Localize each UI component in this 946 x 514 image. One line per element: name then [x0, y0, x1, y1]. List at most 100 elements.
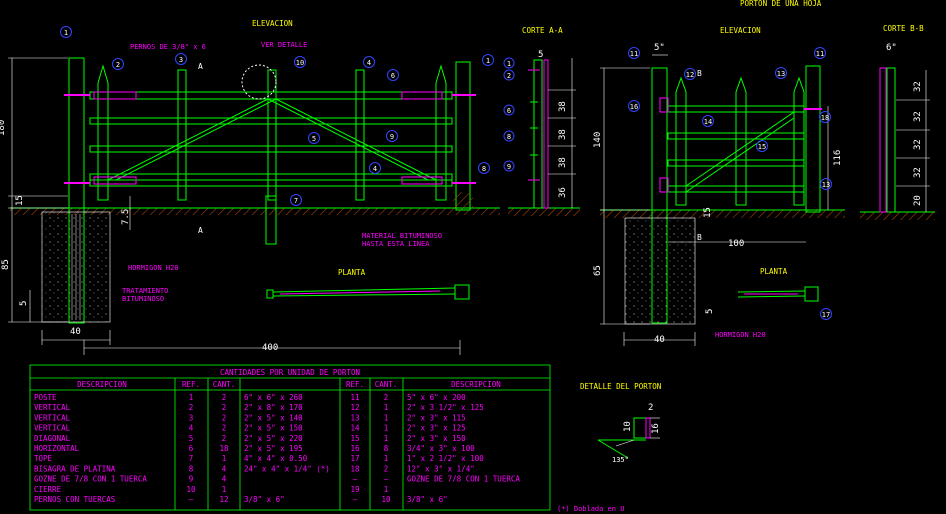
- label-hormigon-right: HORMIGON H20: [715, 331, 766, 339]
- label-bituminoso: BITUMINOSO: [122, 295, 164, 303]
- table-cell: 1: [222, 454, 227, 463]
- dimension-text: 180 15 7.5 85 5 40 400 5 38 38 38 36 5" …: [0, 43, 923, 464]
- dim-40a: 40: [70, 327, 81, 337]
- callout-10: 10: [294, 56, 306, 68]
- table-cell: 10: [381, 495, 391, 504]
- svg-text:18: 18: [821, 114, 829, 122]
- callout-a6: 6: [503, 104, 515, 116]
- dim-5a: 5: [19, 301, 29, 306]
- title-porton: PORTON DE UNA HOJA: [740, 0, 822, 8]
- callout-18: 18: [819, 111, 831, 123]
- svg-text:3: 3: [179, 56, 183, 64]
- svg-text:15: 15: [758, 143, 766, 151]
- label-ver-detalle: VER DETALLE: [261, 41, 307, 49]
- table-cell: DIAGONAL: [34, 434, 71, 443]
- svg-text:14: 14: [704, 118, 712, 126]
- dim-32c: 32: [913, 139, 923, 150]
- dim-40b: 40: [654, 335, 665, 345]
- dim-65: 65: [593, 265, 603, 276]
- dim-36: 36: [558, 187, 568, 198]
- svg-text:4: 4: [373, 165, 377, 173]
- title-corte-a: CORTE A-A: [522, 26, 563, 35]
- table-cell: 14: [350, 424, 360, 433]
- callout-11: 11: [628, 47, 640, 59]
- callout-1: 1: [60, 26, 72, 38]
- table-cell: 3/4" x 3" x 100: [407, 444, 475, 453]
- elevation-left: [10, 57, 500, 324]
- svg-text:13: 13: [777, 70, 785, 78]
- callout-4b: 4: [369, 162, 381, 174]
- table-cell: —: [189, 495, 194, 504]
- svg-text:10: 10: [296, 59, 304, 67]
- callout-15: 15: [756, 140, 768, 152]
- planta-right: [737, 286, 819, 302]
- table-cell: 1: [384, 403, 389, 412]
- table-cell: 1: [189, 393, 194, 402]
- table-cell: 8: [384, 444, 389, 453]
- svg-text:1: 1: [64, 29, 68, 37]
- callout-11b: 11: [814, 47, 826, 59]
- elevation-right: [600, 65, 845, 325]
- section-b-bottom: B: [697, 233, 702, 242]
- table-cell: —: [353, 495, 358, 504]
- table-cell: PERNOS CON TUERCAS: [34, 495, 116, 504]
- table-cell: 2" x 3" x 150: [407, 434, 466, 443]
- th-cant-right: CANT.: [375, 380, 398, 389]
- title-planta-right: PLANTA: [760, 267, 788, 276]
- svg-text:11: 11: [816, 50, 824, 58]
- dim-6in: 6": [886, 43, 897, 53]
- dim-5b: 5: [538, 50, 543, 60]
- dim-detail-16: 16: [651, 423, 661, 434]
- table-cell: VERTICAL: [34, 413, 71, 422]
- dim-38b: 38: [558, 129, 568, 140]
- table-cell: 1: [384, 454, 389, 463]
- table-cell: —: [384, 475, 389, 484]
- detalle-porton: [597, 417, 660, 459]
- svg-text:9: 9: [390, 133, 394, 141]
- th-ref-left: REF.: [182, 380, 200, 389]
- callout-a9: 9: [503, 160, 515, 172]
- dim-100: 100: [728, 239, 744, 249]
- table-cell: CIERRE: [34, 485, 62, 494]
- dim-detail-10: 10: [623, 421, 633, 432]
- dim-140: 140: [593, 132, 603, 148]
- corte-a-a: [508, 58, 580, 216]
- table-cell: HORIZONTAL: [34, 444, 80, 453]
- table-cell: 2: [384, 464, 389, 473]
- section-b-top: B: [697, 69, 702, 78]
- table-cell: 1: [222, 485, 227, 494]
- planta-left: [266, 284, 470, 300]
- svg-text:9: 9: [507, 163, 511, 171]
- section-a-bottom: A: [198, 226, 203, 235]
- callout-16: 16: [628, 100, 640, 112]
- callout-12: 12: [684, 68, 696, 80]
- table-cell: 24" x 4" x 1/4" (*): [244, 464, 330, 473]
- callout-a1: 1: [503, 57, 515, 69]
- callout-13: 13: [775, 67, 787, 79]
- table-cell: 2" x 5" x 140: [244, 413, 303, 422]
- svg-text:1: 1: [507, 60, 511, 68]
- table-cell: 7: [189, 454, 194, 463]
- table-cell: 10: [186, 485, 196, 494]
- table-cell: 8: [189, 464, 194, 473]
- dim-5c: 5: [705, 309, 715, 314]
- svg-text:6: 6: [391, 72, 395, 80]
- title-planta-left: PLANTA: [338, 268, 366, 277]
- table-cell: 4: [189, 424, 194, 433]
- table-cell: 3/8" x 6": [407, 495, 448, 504]
- svg-text:5: 5: [312, 135, 316, 143]
- corte-b-b: [860, 67, 935, 220]
- table-cell: 2" x 5" x 220: [244, 434, 303, 443]
- table-cell: 12" x 3" x 1/4": [407, 464, 475, 473]
- table-cell: 1: [384, 485, 389, 494]
- drawing-titles: ELEVACION PORTON DE UNA HOJA CORTE A-A E…: [252, 0, 924, 391]
- svg-text:13: 13: [822, 181, 830, 189]
- table-cell: 2: [189, 403, 194, 412]
- svg-text:2: 2: [507, 72, 511, 80]
- dim-5in: 5": [654, 43, 665, 53]
